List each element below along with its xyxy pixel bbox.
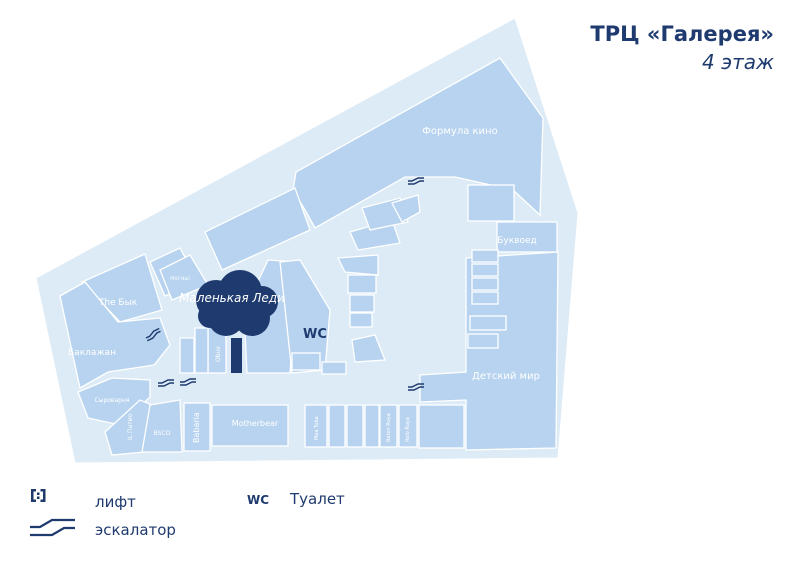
store-north-1[interactable] — [204, 187, 311, 271]
label-il-patio: IL Патио — [127, 413, 134, 440]
store-east-5[interactable] — [471, 291, 499, 305]
store-center-6[interactable] — [291, 352, 321, 371]
map-title: ТРЦ «Галерея» 4 этаж — [590, 22, 774, 74]
legend-wc-label: Туалет — [290, 490, 345, 508]
escalator-icon — [180, 378, 196, 386]
store-bosco[interactable] — [141, 399, 183, 453]
store-motherbear[interactable] — [211, 404, 289, 447]
store-east-1[interactable] — [467, 184, 515, 222]
label-motherbear: Motherbear — [232, 419, 279, 428]
kiosk-ring-8[interactable] — [351, 334, 386, 363]
lift-shaft — [231, 338, 242, 373]
store-baton-ruya[interactable] — [379, 404, 398, 448]
label-the-byk: The Бык — [98, 298, 138, 308]
escalator-icon — [408, 383, 424, 391]
store-babaria[interactable] — [183, 402, 211, 452]
map-wc-marker: WC — [303, 327, 327, 342]
store-east-2[interactable] — [471, 249, 499, 263]
escalator-markers — [145, 177, 424, 391]
label-obuv: Obuv — [215, 346, 222, 362]
mall-name: ТРЦ «Галерея» — [590, 22, 774, 46]
kiosk-ring-6[interactable] — [349, 294, 375, 313]
store-center-3[interactable] — [179, 337, 195, 374]
store-east-6[interactable] — [469, 315, 507, 331]
store-south-2[interactable] — [328, 404, 346, 448]
label-bosco: BSCO — [154, 430, 171, 437]
store-relo-ruya[interactable] — [398, 404, 418, 448]
store-east-4[interactable] — [471, 277, 499, 291]
label-formula-kino: Формула кино — [422, 126, 497, 137]
kiosk-ring-4[interactable] — [336, 254, 379, 276]
label-detsky-mir: Детский мир — [472, 371, 540, 382]
store-east-3[interactable] — [471, 263, 499, 277]
escalator-icon — [408, 177, 424, 185]
escalator-icon — [145, 327, 161, 342]
label-baklazhan: Баклажан — [68, 348, 116, 358]
store-south-7[interactable] — [418, 404, 465, 449]
kiosk-ring-5[interactable] — [347, 274, 377, 294]
store-south-4[interactable] — [364, 404, 380, 448]
label-baton-ruya: Baton Ruya — [386, 413, 392, 442]
label-bukvoed: Буквоед — [497, 236, 537, 246]
label-syrovarnya: Сыроварня — [95, 397, 130, 404]
floor-number: 4 этаж — [702, 50, 774, 74]
label-relo-ruya: Relo Ruya — [405, 417, 411, 442]
store-center-2[interactable] — [194, 327, 209, 374]
store-center-7[interactable] — [321, 361, 347, 375]
legend-toilet-icon: WC — [247, 493, 269, 507]
store-east-7[interactable] — [467, 333, 499, 349]
legend-lift-icon — [31, 489, 46, 502]
store-mea-tuba[interactable] — [304, 404, 328, 448]
tree-logo-icon — [196, 270, 278, 336]
store-label-malenkaya-ledi: Маленькая Леди — [179, 291, 285, 305]
legend-escalator-icon — [30, 518, 75, 537]
store-detsky-mir[interactable] — [419, 251, 559, 451]
kiosk-ring-3[interactable] — [391, 194, 421, 223]
label-mea-tuba: Mea Tuba — [314, 416, 320, 440]
legend-lift-label: лифт — [95, 493, 136, 511]
store-bukvoed[interactable] — [496, 221, 558, 253]
store-center-5[interactable] — [279, 259, 331, 374]
store-baklazhan[interactable] — [59, 281, 171, 390]
label-pro-nail: PRO Nail — [170, 276, 189, 282]
kiosk-ring-7[interactable] — [349, 312, 373, 328]
legend-escalator-label: эскалатор — [95, 521, 176, 539]
label-babaria: Babaria — [192, 412, 201, 443]
escalator-icon — [158, 379, 174, 387]
store-south-3[interactable] — [346, 404, 364, 448]
